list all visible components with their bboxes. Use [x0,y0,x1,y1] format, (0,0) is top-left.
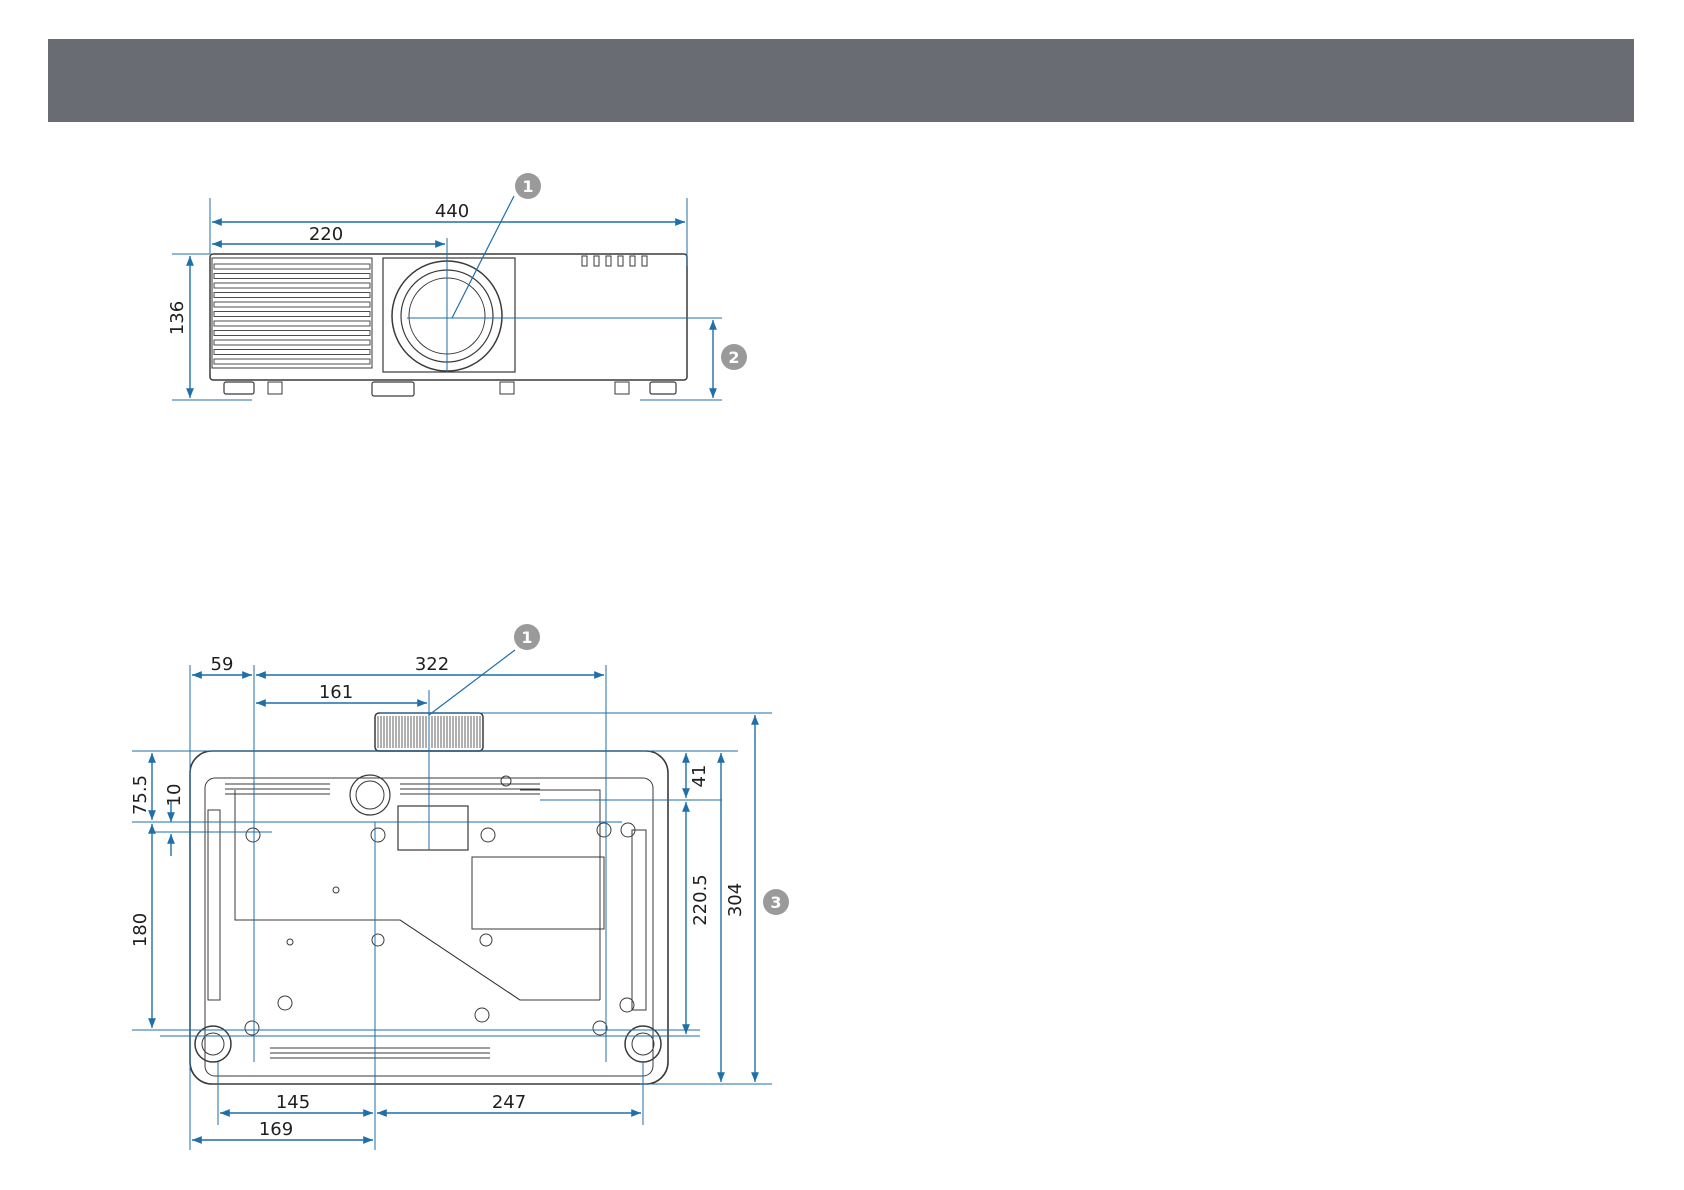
callout-1-bottom: 1 [514,624,540,650]
dim-label-10: 10 [164,784,185,807]
bottom-feet [195,1026,661,1062]
dim-label-247: 247 [492,1092,526,1113]
dim-label-136: 136 [167,301,188,335]
svg-text:1: 1 [521,628,532,647]
front-projector-body [210,254,687,396]
callout-2-front: 2 [721,344,747,370]
front-feet [224,382,676,396]
dim-label-180: 180 [130,913,151,947]
front-dimensions [172,196,722,400]
dim-label-75-5: 75.5 [130,775,151,815]
dim-label-59: 59 [211,654,234,675]
svg-text:3: 3 [770,893,781,912]
dim-label-220-5: 220.5 [690,874,711,926]
dim-label-41: 41 [689,765,710,788]
dim-label-220: 220 [309,224,343,245]
svg-text:2: 2 [728,348,739,367]
dim-label-322: 322 [415,654,449,675]
front-vent-grille [212,258,372,368]
dim-label-304: 304 [725,883,746,917]
front-view: 440 220 136 1 2 [167,173,747,400]
bottom-view: 59 322 161 75.5 10 180 41 220.5 304 145 … [130,624,789,1150]
dim-label-440: 440 [435,201,469,222]
indicator-lights [582,256,647,266]
lens-housing [383,258,515,372]
dim-label-169: 169 [259,1119,293,1140]
callout-3-bottom: 3 [763,889,789,915]
dim-label-161: 161 [319,682,353,703]
bottom-dimensions [132,650,772,1150]
dim-label-145: 145 [276,1092,310,1113]
svg-text:1: 1 [522,177,533,196]
callout-1-front: 1 [515,173,541,199]
